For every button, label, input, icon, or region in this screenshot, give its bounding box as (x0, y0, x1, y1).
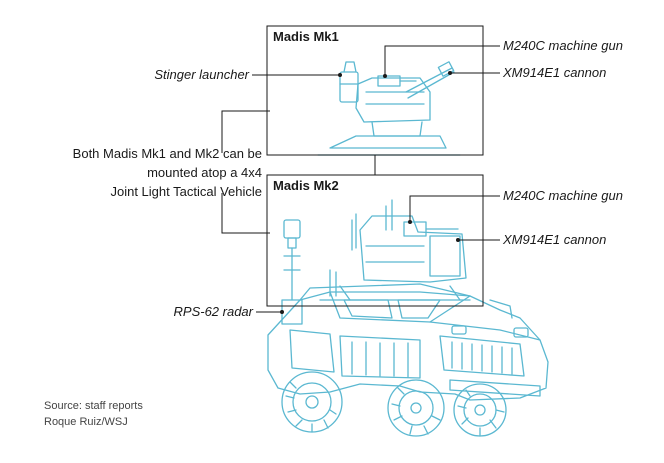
mk1-cannon-label: XM914E1 cannon (503, 65, 607, 80)
mk1-machine-gun-label: M240C machine gun (503, 38, 623, 53)
caption-line-3: Joint Light Tactical Vehicle (110, 184, 262, 199)
mk2-cannon-label: XM914E1 cannon (503, 232, 607, 247)
caption-line-2: mounted atop a 4x4 (147, 165, 262, 180)
mk1-title: Madis Mk1 (273, 29, 339, 44)
mk2-title: Madis Mk2 (273, 178, 339, 193)
source-credit: Source: staff reports (44, 400, 143, 412)
leader-dots (280, 71, 460, 314)
mk2-turret-drawing (281, 199, 471, 325)
rps-62-radar-label: RPS-62 radar (173, 304, 253, 319)
jltv-vehicle-drawing (267, 283, 549, 437)
leader-lines (221, 45, 500, 313)
stinger-launcher-label: Stinger launcher (154, 67, 249, 82)
author-credit: Roque Ruiz/WSJ (44, 416, 128, 428)
caption-line-1: Both Madis Mk1 and Mk2 can be (72, 146, 262, 161)
mk2-machine-gun-label: M240C machine gun (503, 188, 623, 203)
